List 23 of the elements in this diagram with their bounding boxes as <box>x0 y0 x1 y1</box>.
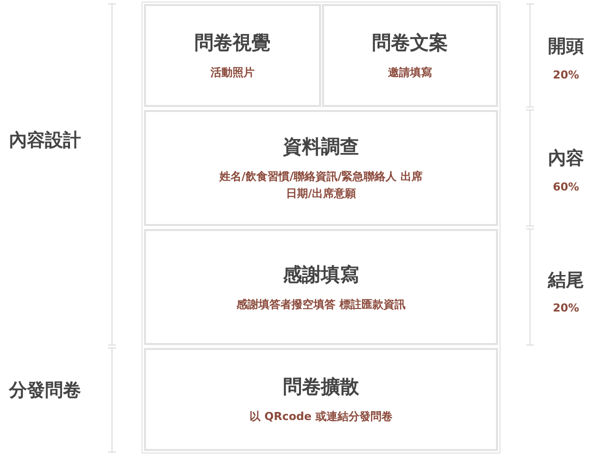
content-box <box>144 4 321 107</box>
box-description: 感謝填答者撥空填答 標註匯款資訊 <box>236 296 406 312</box>
box-description: 姓名/飲食習慣/聯絡資訊/緊急聯絡人 出席日期/出席意願 <box>218 169 424 202</box>
section-label: 分發問卷 <box>9 379 81 402</box>
box-heading: 資料調查 <box>283 135 359 160</box>
percentage-label: 20% <box>552 302 580 314</box>
content-box <box>144 110 498 226</box>
percentage-label: 20% <box>552 68 580 82</box>
box-description: 以 QRcode 或連結分發問卷 <box>250 409 392 425</box>
box-heading: 問卷擴散 <box>283 375 359 400</box>
box-description: 活動照片 <box>210 65 254 81</box>
content-box <box>144 348 498 451</box>
box-heading: 問卷視覺 <box>194 31 270 56</box>
box-heading: 感謝填寫 <box>283 262 359 288</box>
box-description: 邀請填寫 <box>388 65 432 81</box>
content-box <box>322 4 498 107</box>
section-label: 結尾 <box>548 269 584 292</box>
section-label: 開頭 <box>548 35 584 58</box>
content-box <box>144 229 498 345</box>
section-label: 內容設計 <box>9 129 81 152</box>
percentage-label: 60% <box>552 180 580 194</box>
section-label: 內容 <box>548 147 584 170</box>
box-heading: 問卷文案 <box>372 31 448 56</box>
